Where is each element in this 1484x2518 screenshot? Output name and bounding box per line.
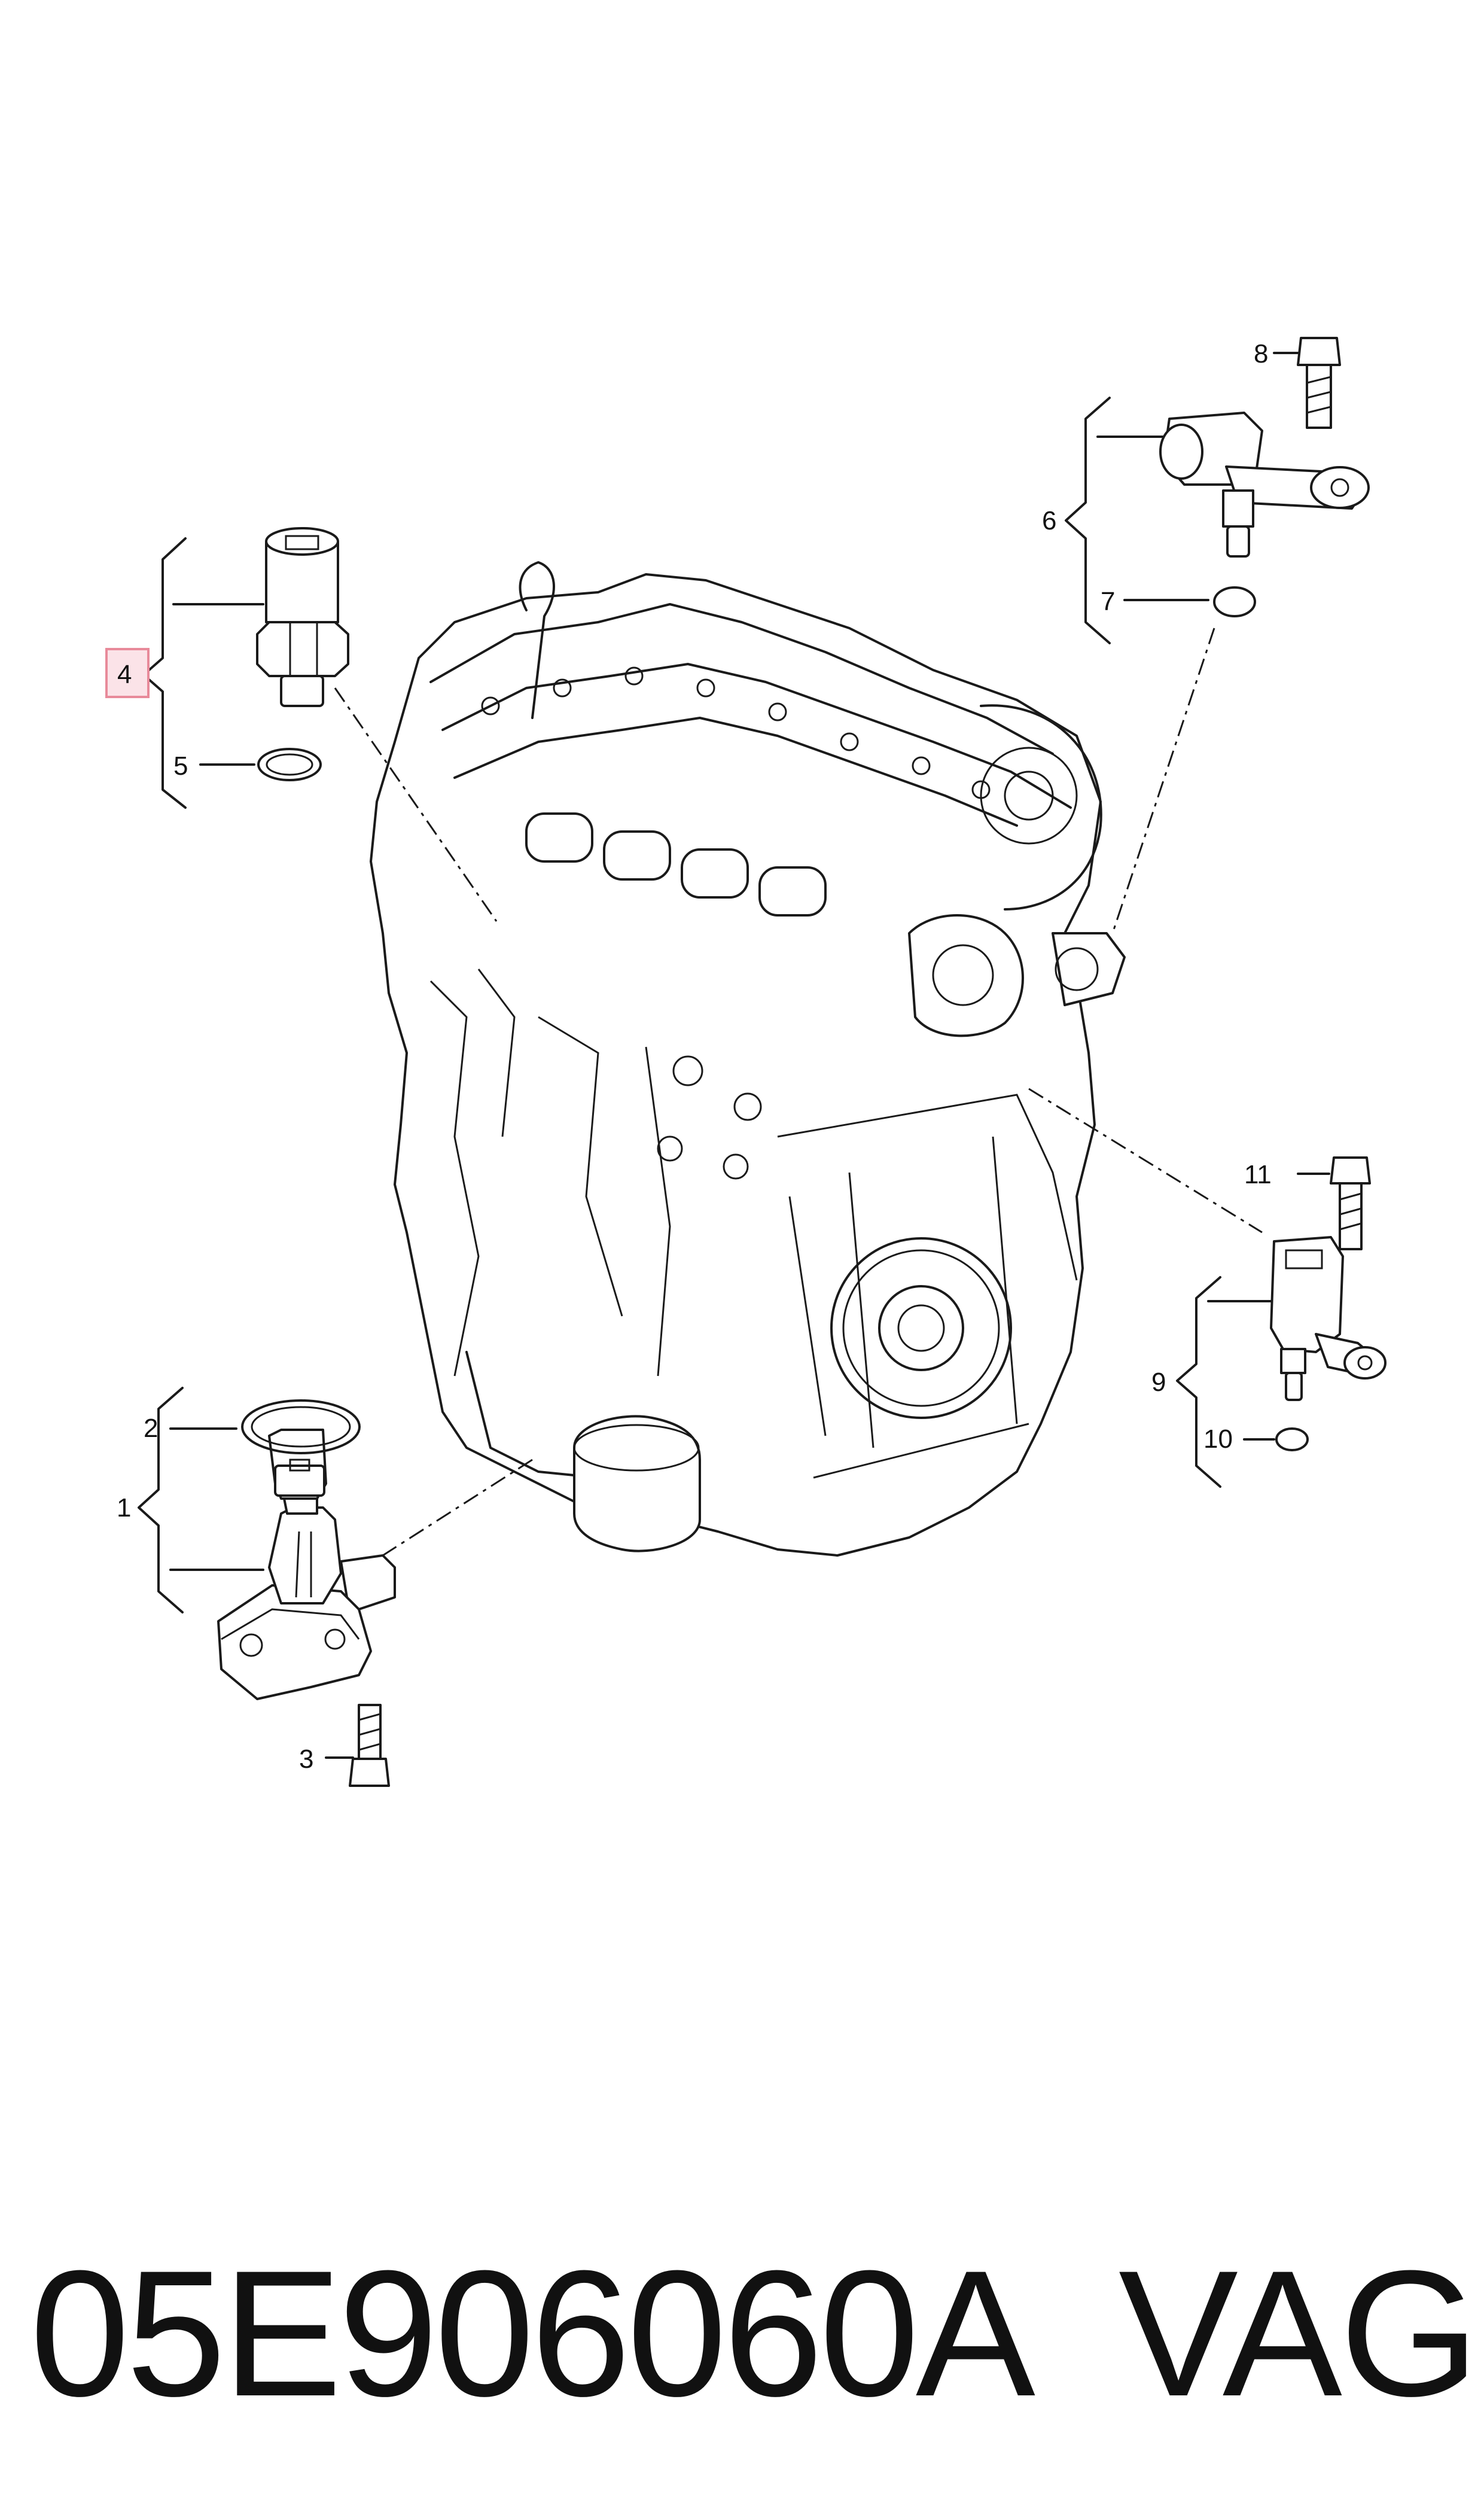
bolt-part-8 [1297,337,1341,429]
callout-5[interactable]: 5 [173,751,188,781]
engine-block-illustration [370,561,1126,1557]
seal-ring-part-5 [257,748,322,781]
callout-11[interactable]: 11 [1244,1160,1272,1189]
callout-labels: 4 5 6 7 8 11 9 10 2 1 3 [105,339,1272,1774]
bolt-part-3 [349,1704,390,1787]
callout-4[interactable]: 4 [117,660,132,689]
callout-2[interactable]: 2 [144,1414,158,1443]
callout-1[interactable]: 1 [117,1493,131,1523]
callout-3[interactable]: 3 [299,1744,313,1774]
callout-7[interactable]: 7 [1101,587,1115,616]
o-ring-part-7 [1213,586,1256,617]
sensor-part-9 [1270,1236,1387,1401]
part-number: 05E906060A [30,2233,1035,2434]
brand-label: VAG [1119,2233,1479,2434]
group-bracket-4-5 [142,537,264,809]
callout-10[interactable]: 10 [1203,1424,1233,1454]
group-bracket-1-2-3 [138,1387,354,1759]
callout-8[interactable]: 8 [1254,339,1268,369]
group-bracket-6-7 [1065,352,1300,644]
callout-9[interactable]: 9 [1151,1368,1166,1397]
oil-pressure-switch-part-4 [256,527,349,707]
callout-4-highlight-box[interactable] [105,648,150,698]
callout-6[interactable]: 6 [1042,506,1056,535]
bolt-part-11 [1330,1156,1371,1250]
leader-lines [334,628,1263,1557]
o-ring-part-10 [1275,1427,1309,1451]
group-bracket-9-10 [1176,1173,1330,1488]
seal-part-2 [241,1399,361,1454]
sensor-part-6 [1159,412,1370,558]
oil-level-sensor-part-1 [217,1429,396,1700]
